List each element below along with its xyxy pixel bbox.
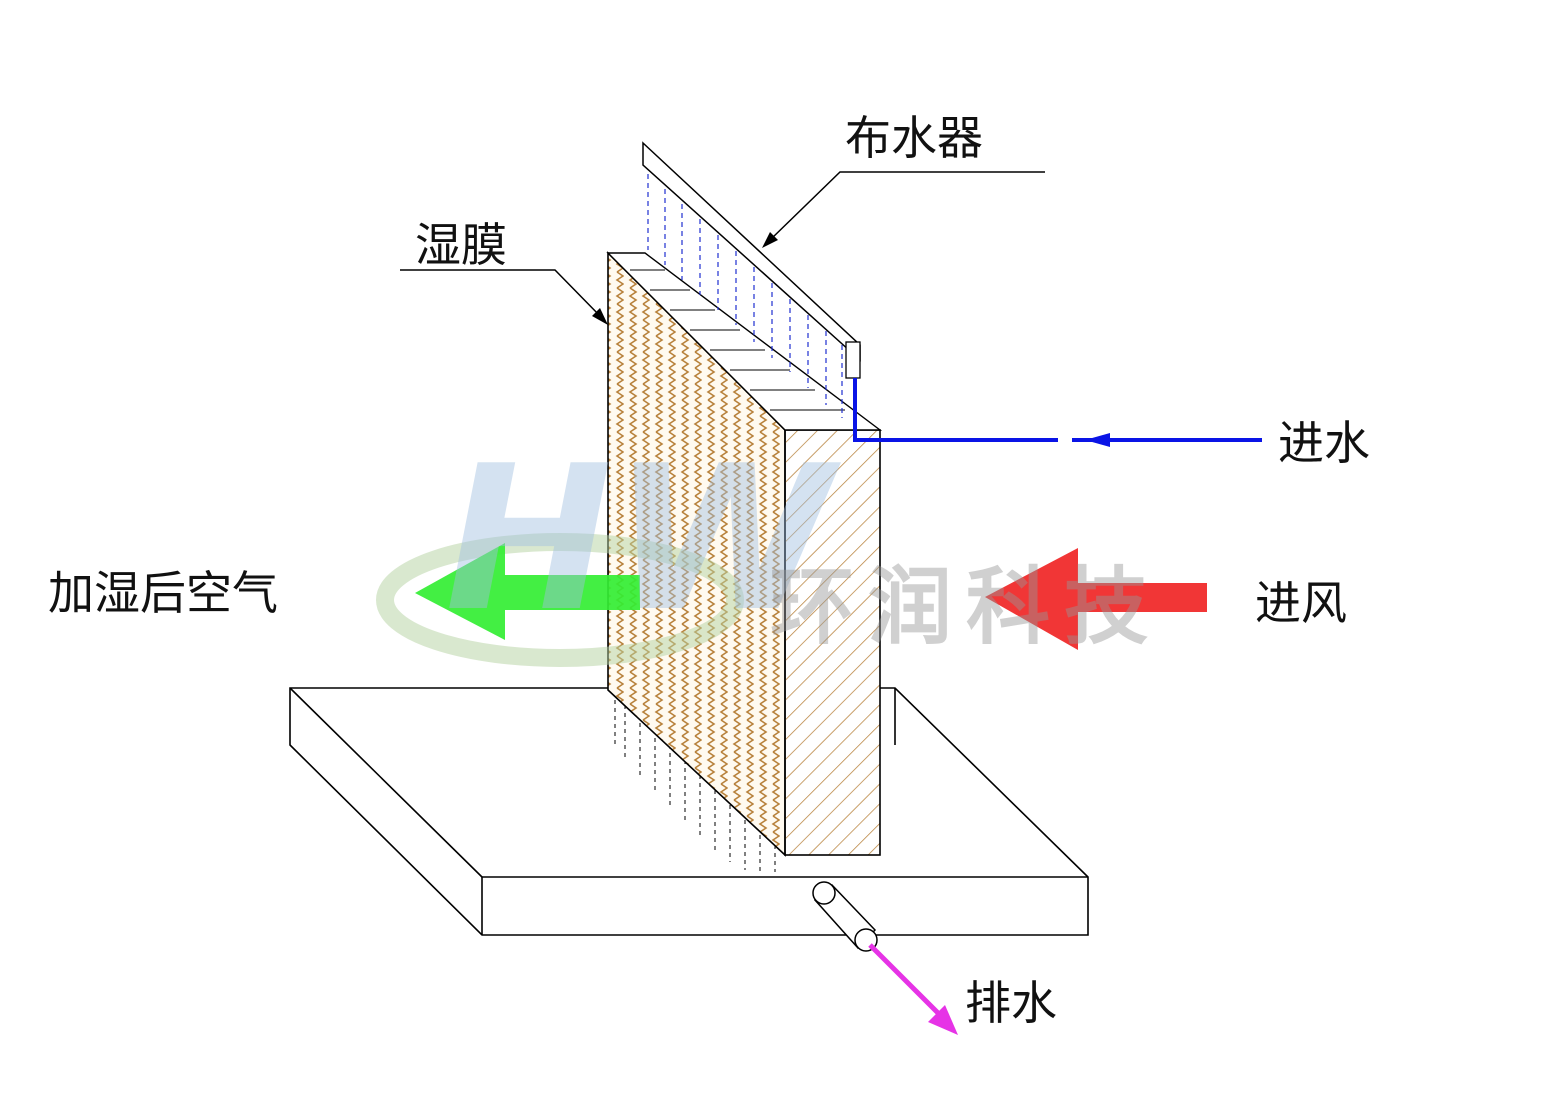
label-air-in: 进风 <box>1255 576 1347 630</box>
water-inlet-arrow-icon <box>1085 433 1110 447</box>
drain-arrow-icon <box>868 943 958 1035</box>
air-in-arrow-icon <box>985 548 1207 650</box>
label-drain: 排水 <box>965 976 1057 1030</box>
leader-lines <box>400 171 1045 319</box>
water-tray <box>289 687 1089 936</box>
label-air-out: 加湿后空气 <box>48 566 278 620</box>
label-water-in: 进水 <box>1278 416 1370 470</box>
watermark-logo: HW <box>445 423 833 656</box>
label-distributor: 布水器 <box>845 111 983 165</box>
label-pad: 湿膜 <box>415 218 507 272</box>
air-out-arrow-icon <box>415 543 640 640</box>
drain-pipe <box>812 881 878 952</box>
watermark-ring <box>376 533 744 667</box>
watermark-text: 环润科技 <box>770 557 1163 656</box>
humidifier-pad <box>606 251 883 857</box>
water-drip-lower <box>614 700 776 872</box>
water-distributor <box>642 141 861 418</box>
water-inlet-pipe <box>853 378 1262 442</box>
